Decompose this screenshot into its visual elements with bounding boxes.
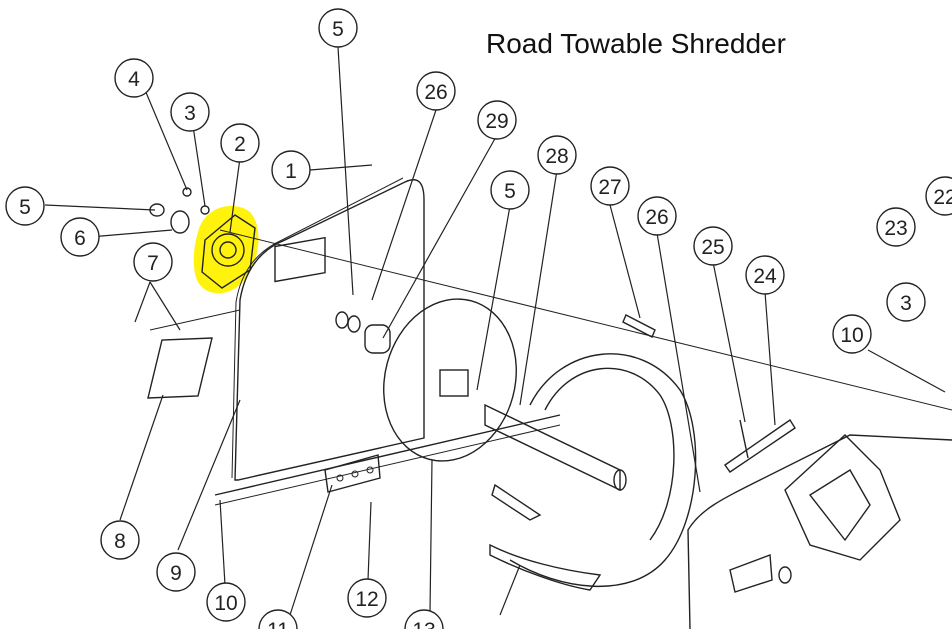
wear-bar-hole-3 [366, 466, 374, 474]
callout-label: 12 [355, 588, 378, 611]
cover-plate [147, 337, 213, 399]
callout-label: 9 [170, 562, 182, 585]
callout-label: 25 [701, 236, 724, 259]
diagram-title: Road Towable Shredder [486, 28, 786, 59]
callout-label: 22 [933, 186, 952, 209]
callout-label: 6 [74, 227, 86, 250]
base-rail-edge [214, 424, 561, 506]
callout-label: 8 [114, 530, 126, 553]
side-plate-window [274, 236, 326, 283]
frame-window [729, 554, 773, 593]
chute-inner [808, 469, 871, 542]
callout-label: 1 [285, 160, 297, 183]
shaft-end [613, 469, 627, 491]
right-frame [687, 434, 952, 629]
washer-pair-2 [347, 315, 361, 333]
chute [784, 434, 901, 561]
callout-labels: 5 4 3 2 26 29 1 28 5 27 26 5 6 7 25 24 2… [19, 18, 952, 629]
callout-label: 10 [214, 592, 237, 615]
base-rail [214, 414, 561, 496]
callout-label: 5 [332, 18, 344, 41]
callout-label: 29 [485, 110, 508, 133]
wear-bar-hole-2 [351, 470, 359, 478]
side-plate [234, 179, 425, 481]
callout-label: 24 [753, 265, 777, 288]
callout-label: 27 [598, 176, 621, 199]
callout-label: 4 [128, 68, 140, 91]
washer-3 [200, 205, 210, 215]
callout-label: 5 [504, 180, 516, 203]
drum-inner [544, 367, 675, 541]
wear-bar-11 [324, 454, 381, 493]
callout-label: 5 [19, 196, 31, 219]
callout-label: 23 [884, 217, 907, 240]
nut-4 [182, 187, 192, 197]
plate-24 [724, 419, 796, 473]
side-plate-thickness [231, 177, 404, 479]
callout-label: 28 [545, 145, 568, 168]
callout-label: 11 [267, 619, 289, 629]
hammer-blade [489, 543, 602, 591]
spacer-29 [364, 324, 391, 354]
hammer-blade-2 [491, 483, 542, 521]
flange-bearing-bore [219, 241, 237, 259]
drum-housing [509, 353, 697, 587]
callout-circles [5, 8, 952, 629]
wear-bar-hole-1 [336, 474, 344, 482]
callout-label: 3 [900, 292, 912, 315]
callout-label: 26 [645, 206, 668, 229]
callout-label: 7 [147, 252, 159, 275]
washer-6 [170, 210, 190, 234]
bolt-25 [739, 419, 749, 459]
bearing-highlight [193, 205, 259, 294]
callout-label: 2 [234, 133, 246, 156]
leader-lines [44, 46, 946, 616]
lower-frame-line [149, 309, 241, 331]
rotor-disc [383, 298, 517, 462]
flange-outline [201, 214, 256, 289]
frame-hole [778, 566, 792, 584]
flange-bearing [211, 233, 245, 267]
callout-label: 10 [840, 324, 863, 347]
callout-label: 13 [412, 619, 435, 629]
axle-centerline [219, 229, 952, 411]
washer-pair [335, 311, 349, 329]
callout-label: 3 [184, 102, 196, 125]
rotor-hub [439, 369, 469, 397]
pin-27 [622, 314, 656, 338]
callout-label: 26 [424, 81, 447, 104]
